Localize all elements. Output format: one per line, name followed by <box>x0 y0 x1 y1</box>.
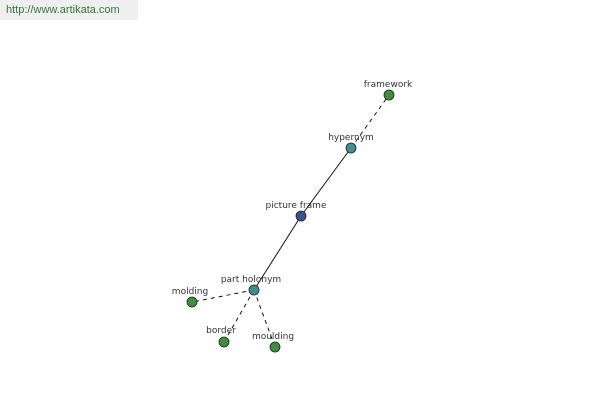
node-part-holonym[interactable]: part holonym <box>221 275 281 296</box>
watermark-banner: http://www.artikata.com <box>0 0 138 20</box>
edge-part-holonym-moulding <box>253 289 276 348</box>
node-border[interactable]: border <box>206 326 236 348</box>
edge-center-hypernym <box>300 147 352 217</box>
node-framework-label[interactable]: framework <box>364 80 413 90</box>
edge-part-holonym-molding <box>191 289 255 303</box>
node-moulding-dot[interactable] <box>269 341 281 353</box>
node-framework[interactable]: framework <box>364 80 413 101</box>
node-molding-label[interactable]: molding <box>172 287 208 297</box>
node-border-dot[interactable] <box>218 336 230 348</box>
node-moulding[interactable]: moulding <box>252 332 294 353</box>
node-hypernym-dot[interactable] <box>345 142 357 154</box>
node-moulding-label[interactable]: moulding <box>252 332 294 342</box>
edge-center-part-holonym <box>253 215 302 291</box>
watermark-url[interactable]: http://www.artikata.com <box>6 4 120 16</box>
node-part-holonym-label[interactable]: part holonym <box>221 275 281 285</box>
node-hypernym[interactable]: hypernym <box>328 133 374 154</box>
node-molding[interactable]: molding <box>172 287 208 308</box>
node-picture-frame[interactable]: picture frame <box>266 201 327 222</box>
edge-hypernym-framework <box>350 94 390 149</box>
node-hypernym-label[interactable]: hypernym <box>328 133 374 143</box>
node-picture-frame-dot[interactable] <box>295 210 307 222</box>
edge-part-holonym-border <box>223 289 255 343</box>
node-molding-dot[interactable] <box>186 296 198 308</box>
node-picture-frame-label[interactable]: picture frame <box>266 201 327 211</box>
node-part-holonym-dot[interactable] <box>248 284 260 296</box>
node-border-label[interactable]: border <box>206 326 236 336</box>
node-framework-dot[interactable] <box>383 89 395 101</box>
